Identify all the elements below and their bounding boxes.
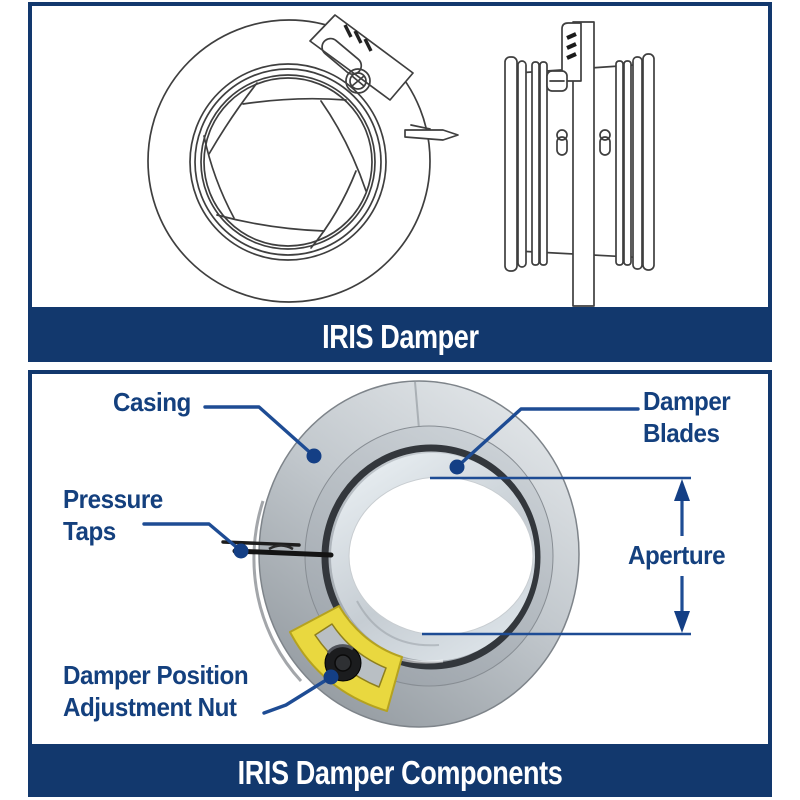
front-view-drawing (147, 14, 459, 303)
aperture-dimension (422, 476, 691, 636)
adjustment-bracket (289, 605, 403, 712)
bottom-caption-bar: IRIS Damper Components (28, 748, 772, 797)
keyhole-slots-drawing (556, 129, 611, 156)
nut-leader-line (262, 675, 333, 715)
iris-damper-line-drawing (147, 14, 655, 307)
aperture-label: Aperture (628, 540, 726, 570)
lever-rod-drawing (404, 124, 459, 141)
nut-leader-dot (323, 669, 339, 685)
components-photo-panel (28, 370, 772, 748)
blade-plate-drawing (572, 21, 595, 307)
taps-leader-dot (233, 543, 249, 559)
damper-blades-label: Damper Blades (643, 386, 731, 448)
adjustment-mechanism-drawing (309, 14, 414, 101)
line-drawing-panel (28, 2, 772, 311)
casing-leader-line (203, 405, 316, 458)
iris-damper-photo (142, 380, 691, 728)
blades-leader-line (455, 407, 640, 469)
top-bracket-drawing (546, 22, 582, 92)
pressure-taps-label: Pressure Taps (63, 484, 163, 546)
casing-label: Casing (113, 387, 191, 417)
top-caption-bar: IRIS Damper (28, 311, 772, 362)
side-view-drawing (504, 21, 655, 307)
bottom-caption-text: IRIS Damper Components (237, 753, 563, 791)
aperture-hole (348, 476, 534, 636)
arrow-up-icon (674, 479, 690, 501)
casing-leader-dot (306, 448, 322, 464)
top-caption-text: IRIS Damper (321, 317, 479, 355)
iris-blades-lines (203, 82, 367, 249)
damper-photo-art (221, 380, 580, 728)
scale-tick-marks (343, 24, 373, 52)
taps-leader-line (142, 522, 243, 553)
adjustment-nut-label: Damper Position Adjustment Nut (63, 660, 249, 722)
arrow-down-icon (674, 611, 690, 633)
pressure-tap-rods (221, 540, 334, 558)
blades-leader-dot (449, 459, 465, 475)
leader-lines (142, 405, 640, 715)
